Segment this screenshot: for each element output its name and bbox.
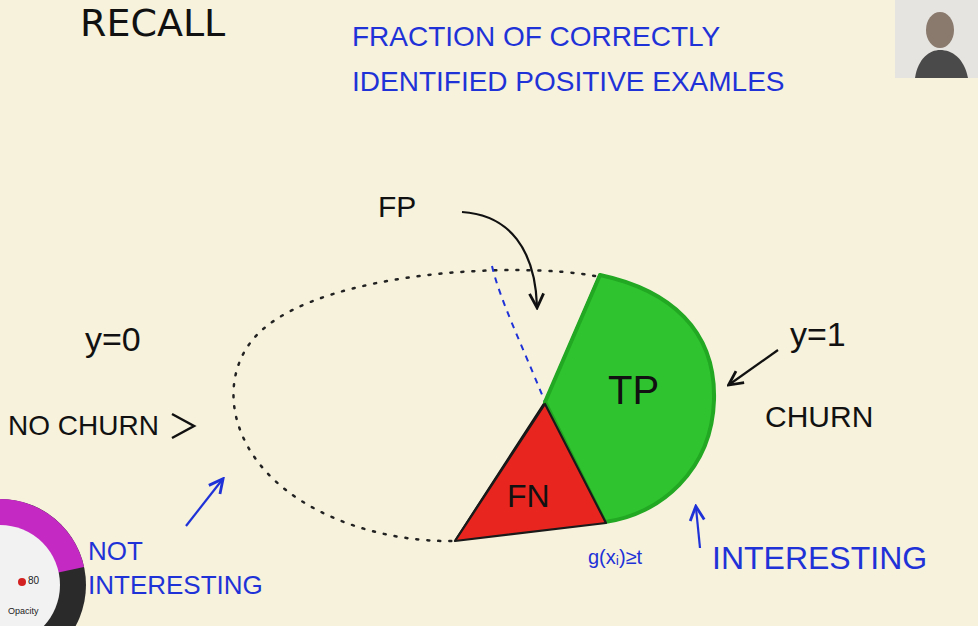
annotation: NOT INTERESTING [88, 535, 263, 603]
false-negative-region: FN [452, 400, 610, 545]
threshold-formula: g(xᵢ)≥t [588, 546, 642, 569]
region-fill [455, 404, 606, 541]
gauge-label: Opacity [8, 606, 39, 616]
region-shape [452, 400, 610, 545]
class-name: CHURN [765, 400, 873, 435]
opacity-gauge [0, 499, 86, 626]
gauge-value: 80 [28, 575, 39, 587]
population-outline [233, 270, 595, 541]
not-interesting-arrow [186, 480, 222, 526]
region-label: FN [507, 478, 550, 515]
fp-arrow [462, 212, 537, 306]
fp-boundary [492, 266, 545, 402]
class-label: y=0 [85, 320, 141, 359]
region-label: FP [378, 190, 416, 225]
interesting-arrow [696, 508, 700, 548]
region-label: TP [608, 367, 659, 413]
title: RECALL [80, 2, 225, 46]
class-name: NO CHURN [8, 410, 159, 442]
class-label: y=1 [790, 315, 846, 354]
annotation: INTERESTING [712, 540, 927, 577]
no-churn-arrow [172, 414, 194, 438]
webcam-thumbnail [895, 0, 978, 78]
definition-note: FRACTION OF CORRECTLY IDENTIFIED POSITIV… [352, 15, 792, 105]
churn-arrow [730, 350, 778, 384]
